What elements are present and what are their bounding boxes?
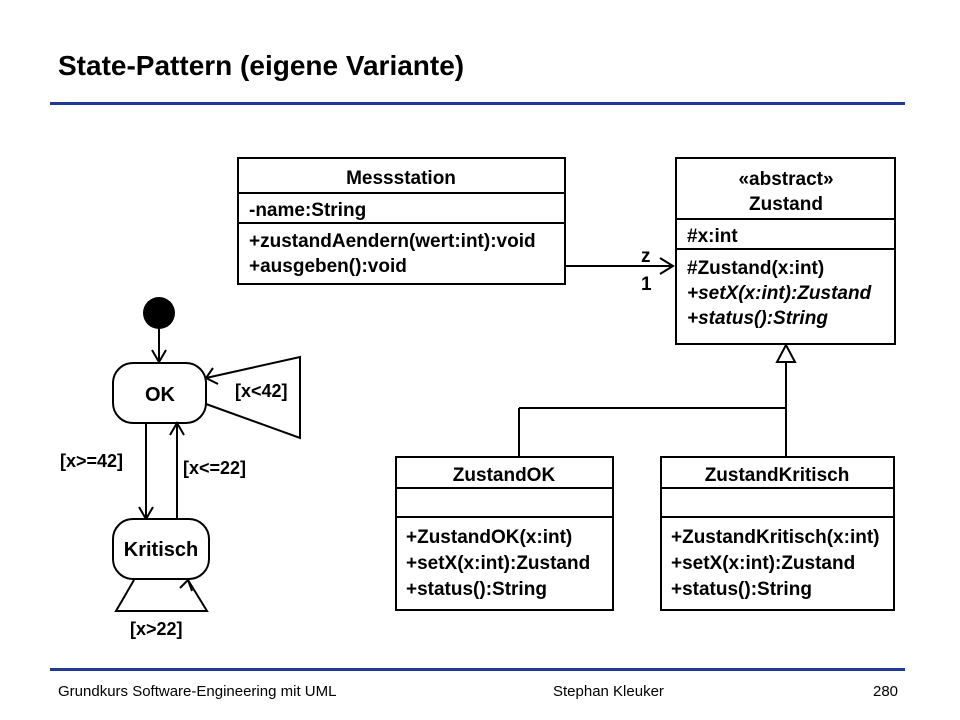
footer-divider	[50, 668, 905, 671]
footer-course: Grundkurs Software-Engineering mit UML	[58, 683, 337, 700]
initial-state-icon	[143, 297, 175, 329]
stereotype-abstract: «abstract»	[738, 169, 833, 190]
operation-setx-abstract: +setX(x:int):Zustand	[687, 283, 872, 304]
page-number: 280	[873, 683, 899, 700]
class-messstation[interactable]: Messstation -name:String +zustandAendern…	[237, 157, 566, 285]
state-kritisch[interactable]	[112, 518, 210, 580]
class-zustandkritisch[interactable]: ZustandKritisch +ZustandKritisch(x:int) …	[660, 456, 895, 611]
transition-ok-to-kritisch-guard: [x>=42]	[60, 451, 123, 471]
state-ok[interactable]	[112, 362, 207, 424]
class-name-messstation: Messstation	[346, 168, 456, 189]
title-divider	[50, 102, 905, 105]
generalization-arrow	[518, 342, 797, 457]
operation-ausgeben: +ausgeben():void	[249, 256, 407, 277]
state-kritisch-label: Kritisch	[124, 539, 198, 561]
footer-author: Stephan Kleuker	[553, 683, 664, 700]
association-z: z 1	[565, 246, 675, 295]
operation-zustandaendern: +zustandAendern(wert:int):void	[249, 231, 536, 252]
state-machine: OK [x<42] [x>=42] [x<=22] Kritisch [x>22…	[60, 297, 301, 639]
transition-ok-self-guard: [x<42]	[235, 381, 288, 401]
association-role: z	[641, 246, 651, 267]
attribute-x: #x:int	[687, 226, 738, 247]
class-name-zustandok: ZustandOK	[453, 465, 556, 486]
state-ok-label: OK	[145, 384, 176, 406]
operation-zustandok-constructor: +ZustandOK(x:int)	[406, 527, 572, 548]
operation-status: +status():String	[671, 579, 812, 600]
association-multiplicity: 1	[641, 274, 652, 295]
transition-kritisch-to-ok-guard: [x<=22]	[183, 458, 246, 478]
operation-setx: +setX(x:int):Zustand	[671, 553, 855, 574]
class-name-zustandkritisch: ZustandKritisch	[705, 465, 850, 486]
operation-setx: +setX(x:int):Zustand	[406, 553, 590, 574]
class-zustand[interactable]: «abstract» Zustand #x:int #Zustand(x:int…	[675, 157, 896, 345]
class-name-zustand: Zustand	[749, 194, 823, 215]
attribute-name: -name:String	[249, 200, 366, 221]
operation-zustand-constructor: #Zustand(x:int)	[687, 258, 824, 279]
operation-status-abstract: +status():String	[687, 308, 828, 329]
transition-kritisch-self-guard: [x>22]	[130, 619, 183, 639]
operation-status: +status():String	[406, 579, 547, 600]
class-zustandok[interactable]: ZustandOK +ZustandOK(x:int) +setX(x:int)…	[395, 456, 614, 611]
slide-title: State-Pattern (eigene Variante)	[58, 50, 465, 81]
operation-zustandkritisch-constructor: +ZustandKritisch(x:int)	[671, 527, 879, 548]
